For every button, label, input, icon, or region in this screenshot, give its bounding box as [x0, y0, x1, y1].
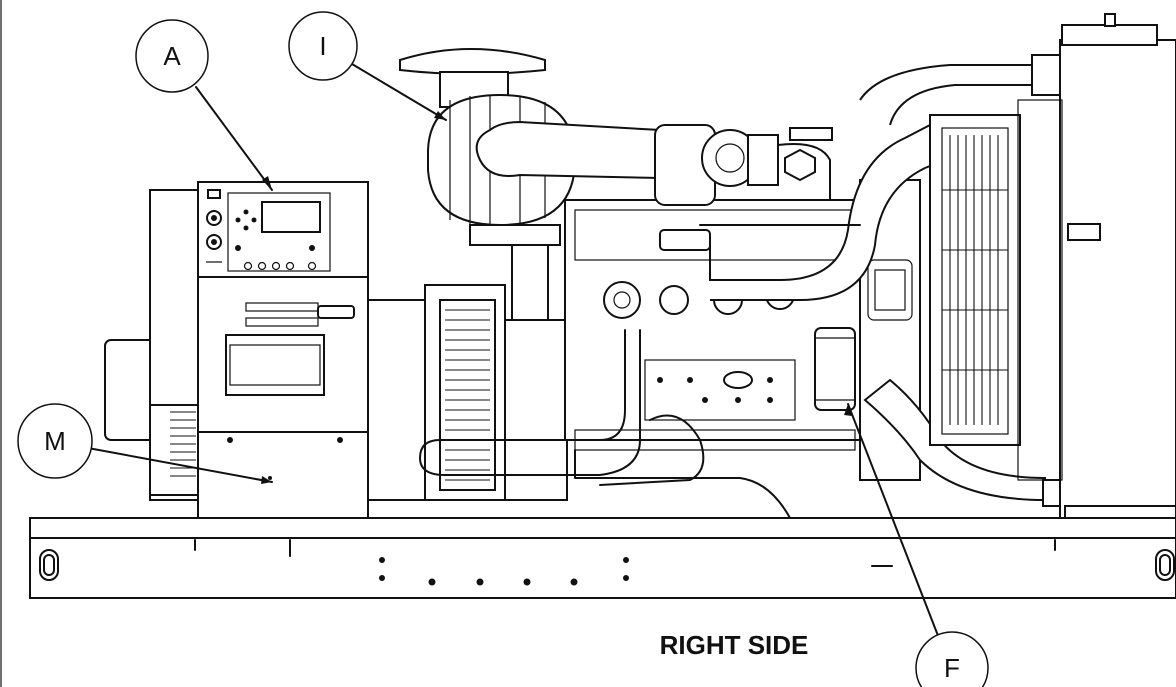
fuel-filter — [814, 327, 856, 411]
skid-base — [29, 517, 1176, 599]
callout-a: A — [135, 19, 209, 93]
control-panel — [197, 181, 369, 519]
callout-m: M — [17, 403, 93, 479]
callout-i-label: I — [319, 31, 326, 61]
callout-m-label: M — [44, 426, 66, 456]
turbocharger — [654, 124, 833, 206]
callout-a-label: A — [163, 41, 181, 71]
leader-lines — [87, 63, 943, 647]
coolant-hose — [419, 329, 705, 486]
view-caption: RIGHT SIDE — [660, 630, 809, 660]
callout-f-label: F — [944, 653, 960, 683]
intake-pipe — [475, 120, 661, 180]
callout-f: F — [915, 631, 989, 687]
callout-i: I — [288, 11, 358, 81]
radiator — [929, 13, 1176, 519]
